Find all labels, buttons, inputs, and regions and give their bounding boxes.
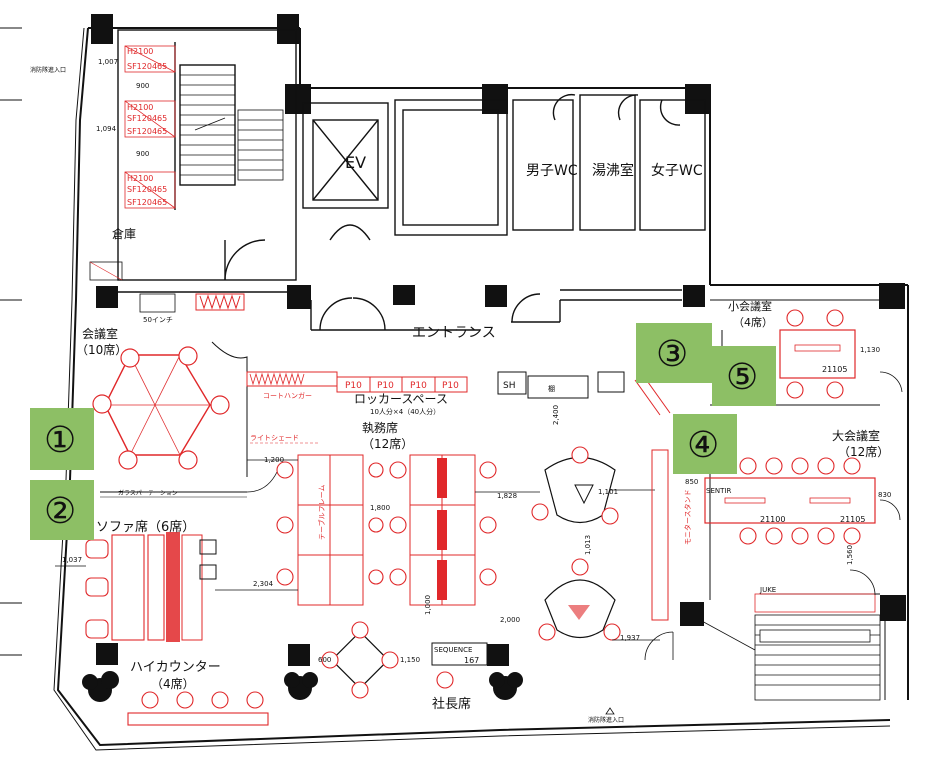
- columns: [91, 14, 906, 666]
- svg-text:P10: P10: [345, 381, 362, 391]
- svg-text:P10: P10: [442, 381, 459, 391]
- shelf-height-1: H2100: [127, 47, 153, 56]
- light-shelf-label: ライトシェード: [250, 434, 299, 442]
- svg-text:21105: 21105: [822, 365, 847, 374]
- small-meeting-seats: （4席）: [733, 315, 773, 329]
- dim-storage-1: 1,007: [98, 58, 118, 66]
- dim-storage-3: 900: [136, 82, 149, 90]
- office-seats-label: 執務席: [362, 420, 398, 435]
- svg-text:1,101: 1,101: [598, 488, 618, 496]
- meeting-room-seats: （10席）: [76, 342, 127, 357]
- svg-text:1,828: 1,828: [497, 492, 517, 500]
- svg-text:1,150: 1,150: [400, 656, 420, 664]
- mens-wc-label: 男子WC: [526, 163, 578, 179]
- high-counter-seats: （4席）: [151, 676, 195, 691]
- svg-text:600: 600: [318, 656, 331, 664]
- large-meeting-room: 大会議室 （12席） SENTIR 21100 21105 850 830 1,…: [651, 415, 901, 621]
- svg-text:⑤: ⑤: [726, 357, 758, 398]
- svg-text:1,037: 1,037: [62, 556, 82, 564]
- monitor-stand-label: モニタースタンド: [683, 489, 692, 545]
- office-seats-count: （12席）: [362, 436, 413, 451]
- glass-partition-label: ガラスパーテーション: [118, 489, 178, 497]
- svg-text:830: 830: [878, 491, 891, 499]
- storage-label: 倉庫: [112, 226, 136, 241]
- large-meeting-seats: （12席）: [838, 444, 889, 459]
- fire-entry-bottom: 消防隊進入口: [588, 716, 624, 724]
- juke-label: JUKE: [759, 586, 776, 594]
- stairs-bottom-right: [644, 614, 881, 701]
- elevator-label: EV: [345, 153, 366, 172]
- sequence-label: SEQUENCE: [434, 646, 472, 654]
- high-counter: ハイカウンター （4席）: [127, 660, 269, 726]
- svg-text:50インチ: 50インチ: [143, 316, 173, 324]
- shelf-code-4: SF120465: [127, 185, 167, 194]
- plants: [82, 671, 523, 702]
- storage-shelves: H2100 SF120465 H2100 SF120465 SF120465 H…: [30, 45, 176, 281]
- dim-storage-2: 1,094: [96, 125, 117, 133]
- badge-3: ③: [636, 323, 712, 383]
- locker-space: P10 P10 P10 P10 コートハンガー ロッカースペース 10人分×4（…: [246, 371, 468, 416]
- entrance-area: [118, 289, 682, 331]
- round-tables: 1,101 2,400 1,013 1,937: [531, 405, 660, 642]
- fire-entry-top: 消防隊進入口: [30, 66, 66, 74]
- svg-text:1,560: 1,560: [846, 545, 854, 565]
- svg-text:④: ④: [687, 425, 719, 466]
- small-meeting-label: 小会議室: [728, 299, 772, 313]
- womens-wc-label: 女子WC: [651, 162, 703, 179]
- sh-cabinet: SH 棚: [497, 371, 671, 416]
- shelf-height-2: H2100: [127, 103, 153, 112]
- kitchen-label: 湯沸室: [592, 162, 634, 179]
- svg-text:②: ②: [44, 491, 76, 532]
- svg-text:①: ①: [44, 420, 76, 461]
- president-label: 社長席: [432, 696, 471, 712]
- svg-text:2,400: 2,400: [552, 405, 560, 425]
- svg-text:21105: 21105: [840, 515, 865, 524]
- svg-text:1,013: 1,013: [584, 535, 592, 555]
- entrance-label: エントランス: [412, 325, 496, 341]
- large-meeting-label: 大会議室: [832, 428, 880, 443]
- meeting-room: 会議室 （10席） ガラスパーテーション: [76, 326, 278, 498]
- sofa-area: ソファ席（6席） 1,037: [55, 519, 217, 642]
- shelf-code-5: SF120465: [127, 198, 167, 207]
- sentir-label: SENTIR: [706, 487, 731, 495]
- svg-text:2,304: 2,304: [253, 580, 274, 588]
- president-area: SEQUENCE 167 社長席 1,150 600 2,000 消防隊進入口: [318, 616, 624, 724]
- shelf-code-3: SF120465: [127, 127, 167, 136]
- sofa-label: ソファ席（6席）: [96, 519, 195, 535]
- svg-text:2,000: 2,000: [500, 616, 520, 624]
- locker-detail: 10人分×4（40人分）: [370, 407, 440, 416]
- cabinet-label: 棚: [548, 384, 555, 393]
- svg-text:1,000: 1,000: [424, 595, 432, 615]
- outer-walls: [53, 27, 909, 751]
- sh-label: SH: [503, 381, 515, 391]
- svg-text:③: ③: [656, 334, 688, 375]
- badge-5: ⑤: [712, 346, 776, 406]
- office-desks: ライトシェード 執務席 （12席） テーブルフレーム 1,200 1,800: [215, 420, 540, 615]
- svg-text:P10: P10: [377, 381, 394, 391]
- svg-text:1,937: 1,937: [620, 634, 640, 642]
- coat-hanger-label: コートハンガー: [263, 391, 312, 400]
- table-frame-label: テーブルフレーム: [317, 485, 326, 540]
- badge-2: ②: [30, 480, 94, 540]
- svg-text:850: 850: [685, 478, 698, 486]
- badge-1: ①: [30, 408, 94, 470]
- svg-text:1,800: 1,800: [370, 504, 390, 512]
- dim-storage-4: 900: [136, 150, 149, 158]
- shelf-height-3: H2100: [127, 174, 153, 183]
- shelf-code-1: SF120465: [127, 62, 167, 71]
- svg-text:P10: P10: [410, 381, 427, 391]
- meeting-room-label: 会議室: [82, 326, 118, 341]
- tv-stand: 50インチ: [139, 293, 245, 324]
- badge-4: ④: [673, 414, 737, 474]
- building-core: [117, 29, 706, 281]
- margin-ticks: [0, 27, 22, 656]
- svg-text:167: 167: [464, 656, 479, 665]
- high-counter-label: ハイカウンター: [130, 660, 221, 675]
- svg-text:21100: 21100: [760, 515, 785, 524]
- svg-text:1,130: 1,130: [860, 346, 880, 354]
- locker-space-label: ロッカースペース: [354, 392, 448, 406]
- shelf-code-2: SF120465: [127, 114, 167, 123]
